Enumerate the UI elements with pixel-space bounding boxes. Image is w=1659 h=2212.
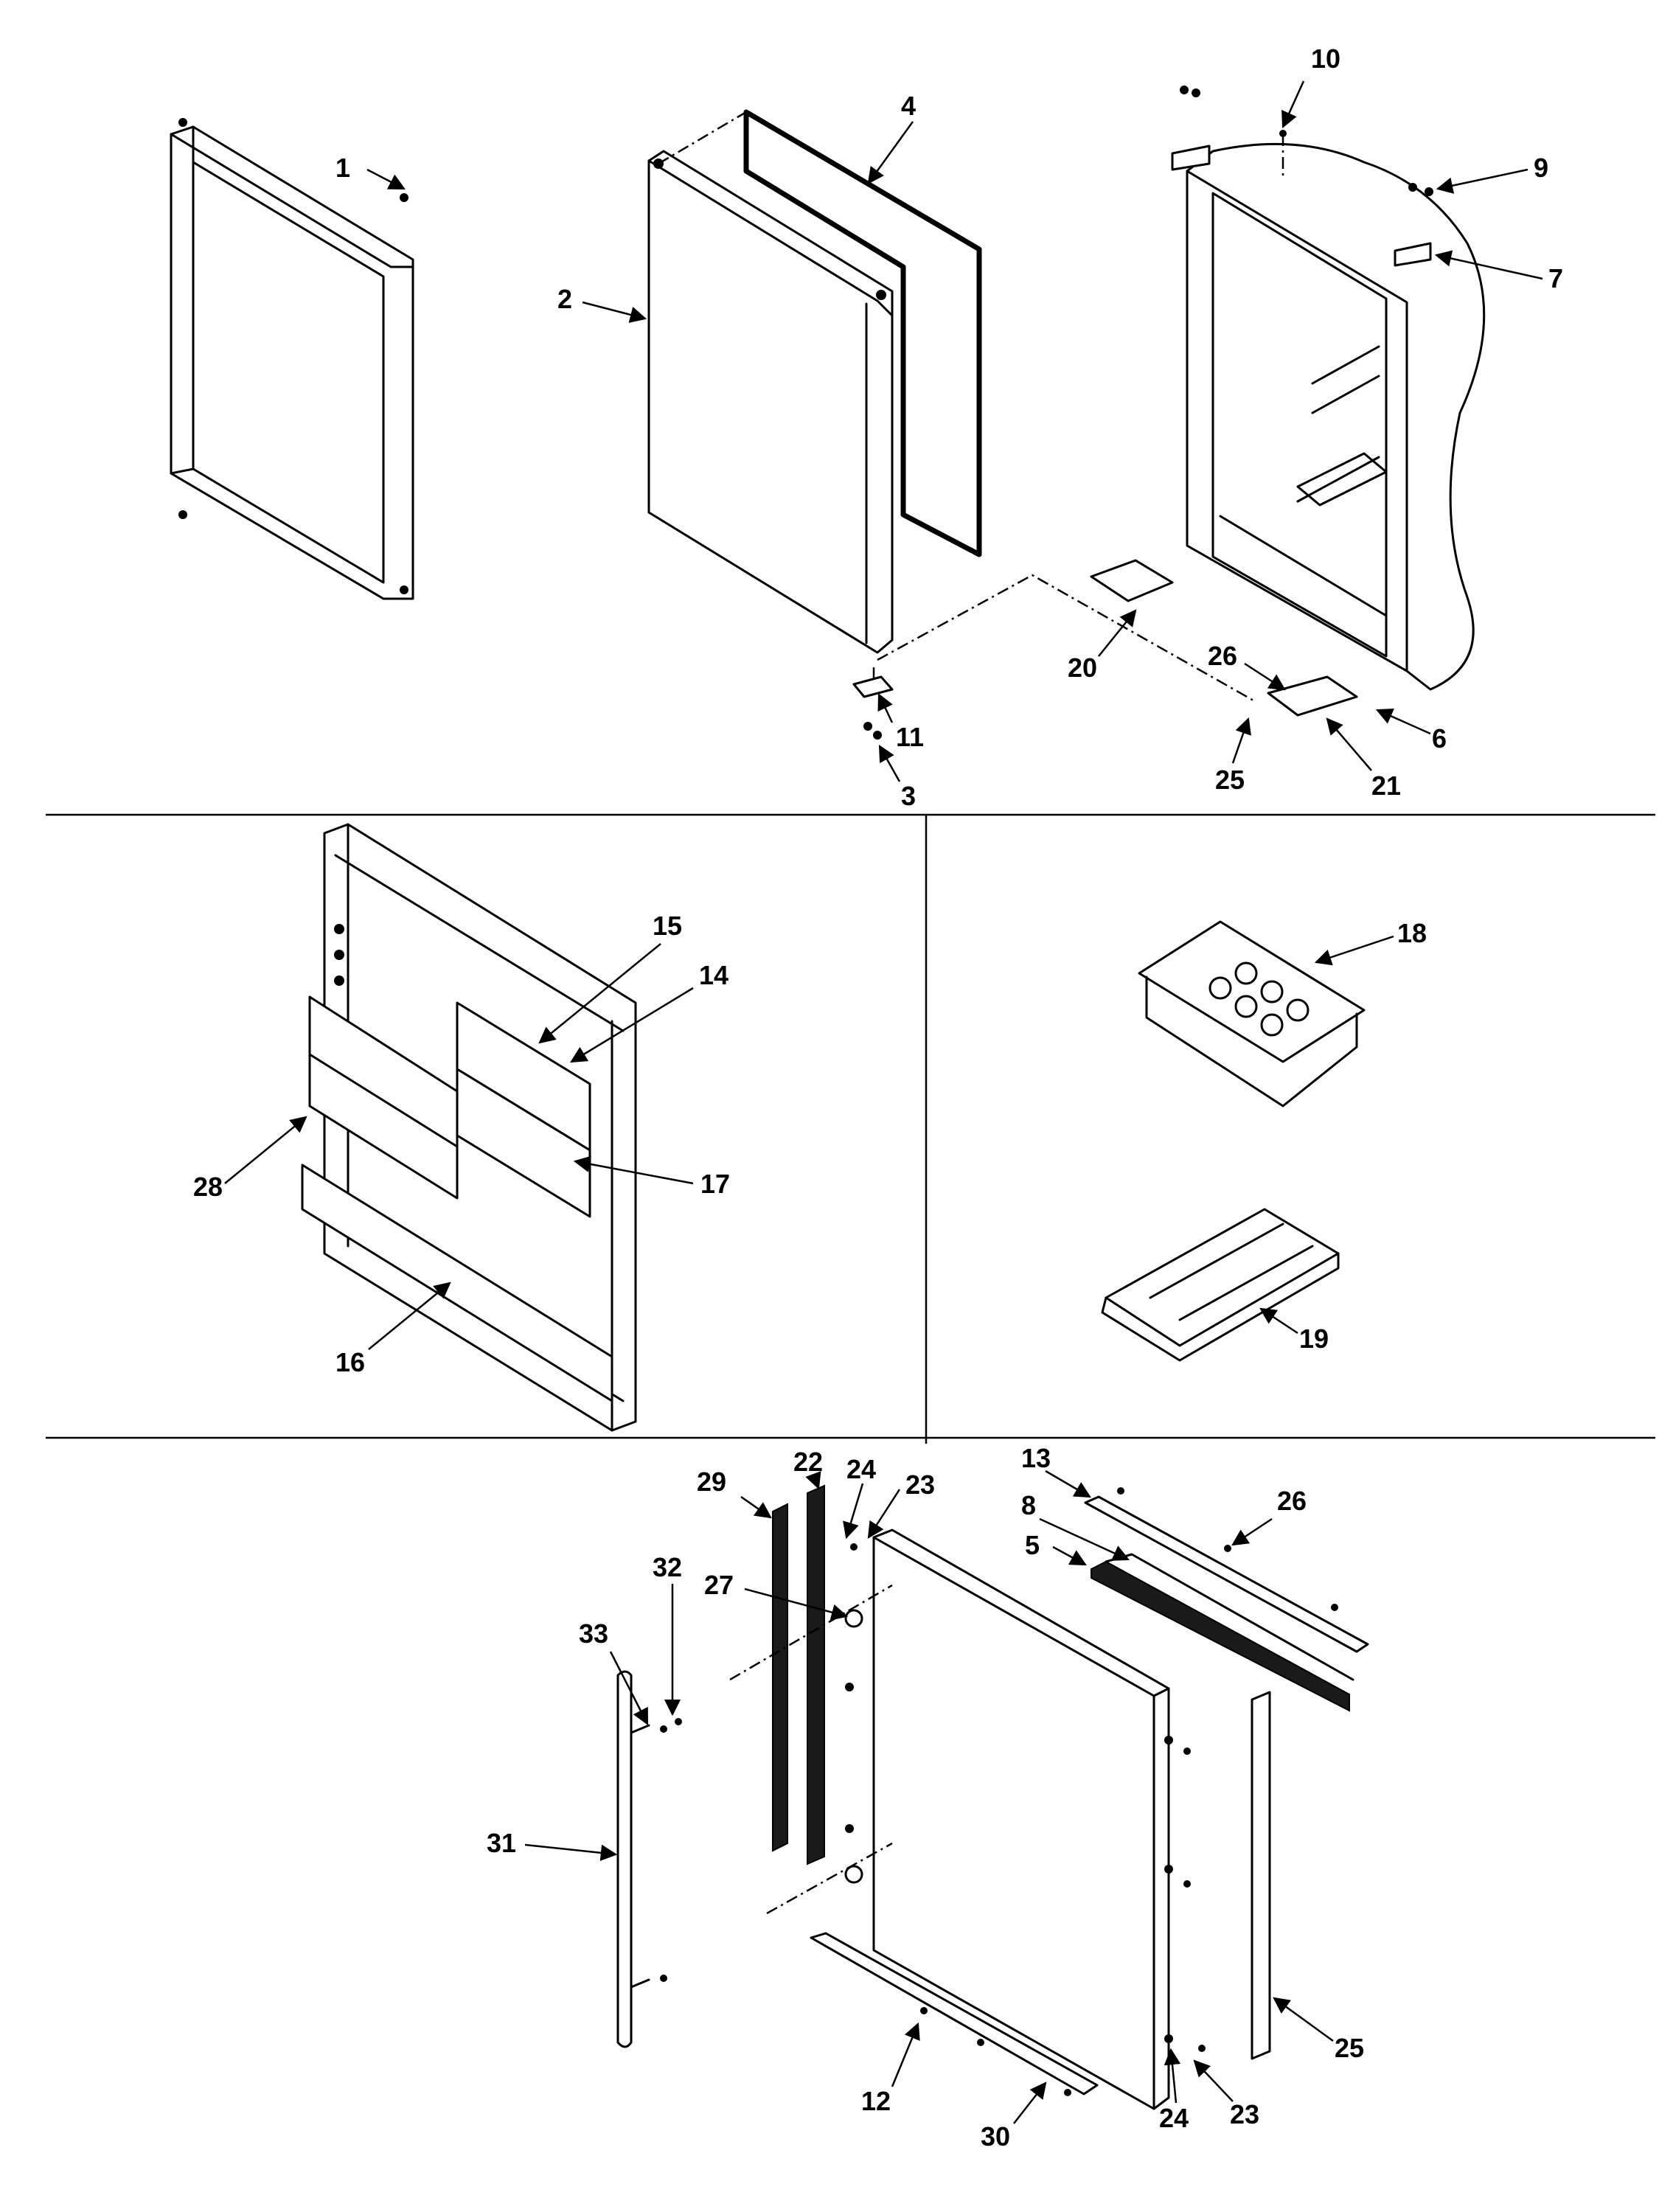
callout-33: 31 [487,1828,618,1862]
bottom-trim-bar [810,1932,1099,2096]
door-trim-frame [170,118,414,600]
callout-16: 16 [335,1281,451,1377]
svg-text:24: 24 [1159,2103,1189,2133]
door-gasket [743,109,982,557]
svg-text:9: 9 [1534,153,1548,183]
svg-text:16: 16 [335,1347,365,1377]
callout-19: 19 [1259,1307,1329,1354]
seal-strip-22 [807,1484,825,1865]
svg-text:27: 27 [704,1570,734,1600]
side-trim-strip [1251,1691,1271,2060]
svg-text:3: 3 [901,781,916,811]
svg-text:5: 5 [1025,1530,1040,1560]
svg-text:14: 14 [699,960,728,990]
svg-text:7: 7 [1548,263,1563,293]
refrigerator-cabinet [1090,86,1486,717]
callout-8: 8 [1021,1490,1130,1561]
callout-24-top: 24 [843,1454,876,1540]
callout-10: 10 [1281,44,1340,129]
callout-23-top: 23 [867,1470,935,1539]
callout-2: 2 [557,284,647,323]
svg-text:23: 23 [905,1470,935,1500]
callout-20: 20 [1068,609,1137,683]
callout-22: 22 [793,1447,823,1490]
can-rack [1101,1208,1340,1362]
svg-text:21: 21 [1371,771,1401,801]
top-trim-bar [1084,1487,1369,1653]
door-panel [647,150,894,654]
callout-30: 28 [193,1116,307,1202]
callout-13: 13 [1021,1443,1091,1498]
front-door-panel [872,1528,1170,2110]
callout-25: 25 [1273,1997,1364,2063]
svg-text:25: 25 [1215,765,1245,795]
svg-text:6: 6 [1432,723,1447,754]
svg-text:24: 24 [846,1454,876,1484]
svg-text:2: 2 [557,284,572,314]
svg-text:12: 12 [861,2086,891,2116]
svg-text:19: 19 [1299,1324,1329,1354]
door-inner-liner [301,823,637,1432]
callout-15: 15 [538,911,682,1044]
svg-text:1: 1 [335,153,350,183]
svg-text:13: 13 [1021,1443,1051,1473]
egg-tray [1138,920,1366,1107]
svg-text:26: 26 [1277,1486,1307,1516]
callout-29: 27 [704,1570,849,1621]
callout-4: 4 [867,91,916,184]
svg-text:8: 8 [1021,1490,1036,1520]
door-handle [616,1670,682,2048]
callout-35: 33 [579,1618,649,1726]
fasteners [844,1543,1206,2052]
svg-text:18: 18 [1397,918,1427,948]
svg-text:10: 10 [1311,44,1340,74]
callout-12: 12 [861,2022,920,2116]
svg-text:17: 17 [700,1169,730,1199]
svg-text:22: 22 [793,1447,823,1477]
svg-text:33: 33 [579,1618,608,1649]
callout-27: 26 [1208,641,1286,691]
svg-text:25: 25 [1335,2033,1364,2063]
callout-5: 5 [1025,1530,1087,1566]
callout-24-bottom: 24 [1159,2048,1189,2133]
svg-text:31: 31 [487,1828,516,1858]
callout-3: 3 [878,745,916,811]
seal-strip-31 [772,1503,788,1852]
svg-text:20: 20 [1068,653,1097,683]
callout-34: 32 [653,1552,682,1717]
callout-21: 21 [1326,717,1401,801]
callout-9: 9 [1436,153,1548,194]
svg-text:26: 26 [1208,641,1237,671]
callout-7: 7 [1434,250,1563,293]
callout-6: 6 [1375,708,1447,754]
callout-18: 18 [1314,918,1427,966]
callout-17: 17 [573,1155,730,1199]
callout-23-bottom: 23 [1193,2059,1259,2129]
svg-text:30: 30 [981,2121,1010,2152]
door-hinge-bottom [852,675,894,740]
callout-11: 11 [877,692,924,752]
callout-1: 1 [335,153,406,190]
svg-text:28: 28 [193,1172,223,1202]
svg-text:11: 11 [896,722,924,752]
callout-31: 29 [697,1467,772,1519]
svg-text:29: 29 [697,1467,726,1497]
callout-26: 25 [1215,717,1251,795]
callout-14: 14 [570,960,728,1063]
svg-text:23: 23 [1230,2099,1259,2129]
svg-text:4: 4 [901,91,916,121]
svg-text:15: 15 [653,911,682,941]
callout-32: 30 [981,2081,1047,2152]
callout-28: 26 [1231,1486,1307,1546]
svg-text:32: 32 [653,1552,682,1582]
